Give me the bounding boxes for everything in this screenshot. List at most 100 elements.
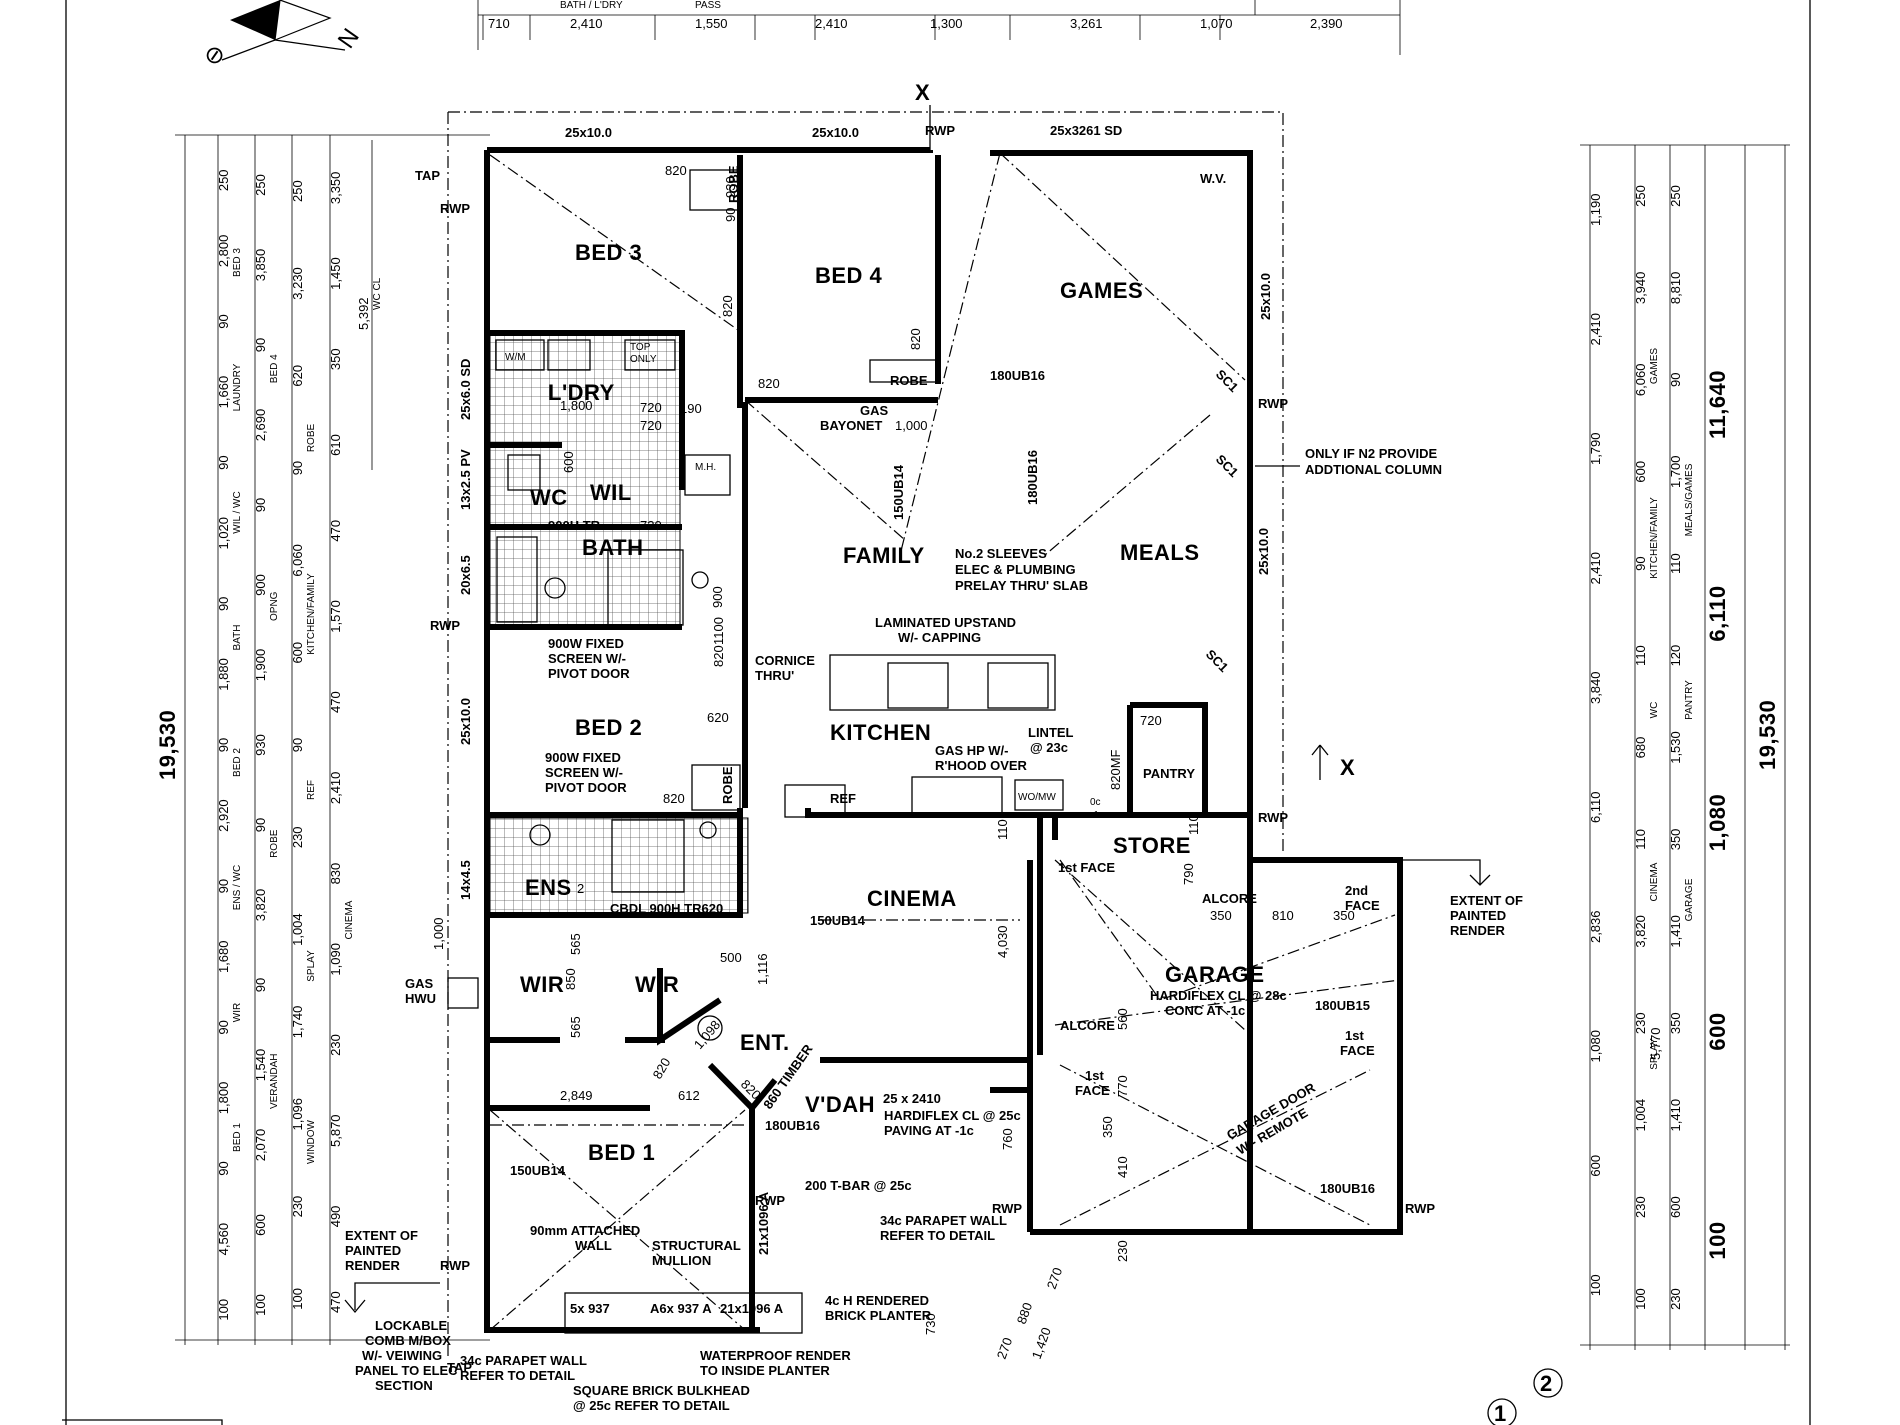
- dim-value: 90: [216, 738, 231, 752]
- note-line: GAS: [405, 976, 434, 991]
- dim-value: 230: [290, 1196, 305, 1218]
- svg-text:⊖: ⊖: [198, 39, 232, 71]
- room-meals: MEALS: [1120, 540, 1200, 565]
- dim-value: 1,450: [328, 257, 343, 290]
- note-line: 150UB14: [510, 1163, 566, 1178]
- dim-value: 612: [678, 1088, 700, 1103]
- note-line: ADDTIONAL COLUMN: [1305, 462, 1442, 477]
- dim-value: BED 3: [232, 248, 243, 277]
- note-line: FACE: [1075, 1083, 1110, 1098]
- dim-value: BED 2: [232, 748, 243, 777]
- north-arrow-icon: N ⊖: [198, 0, 365, 71]
- rwp-label: RWP: [992, 1201, 1022, 1216]
- dim-value: 270: [1044, 1266, 1066, 1292]
- dim-value: MEALS/GAMES: [1684, 463, 1695, 536]
- dim-value: 100: [1633, 1288, 1648, 1310]
- dim-value: 720: [640, 400, 662, 415]
- dim-total: 19,530: [1755, 700, 1780, 770]
- room-bed-4: BED 4: [815, 263, 883, 288]
- dim-value: 1,570: [328, 600, 343, 633]
- note-line: REFER TO DETAIL: [460, 1368, 575, 1383]
- room-wir-1: WIR: [520, 972, 564, 997]
- room-wc: WC: [530, 485, 568, 510]
- dim-value: 90: [723, 208, 738, 222]
- dim-value: 90: [290, 461, 305, 475]
- note-line: 34c PARAPET WALL: [880, 1213, 1007, 1228]
- dim-value: 250: [1668, 185, 1683, 207]
- note-line: No.2 SLEEVES: [955, 546, 1047, 561]
- note-line: 4c H RENDERED: [825, 1293, 929, 1308]
- dim-value: CINEMA: [1649, 862, 1660, 901]
- dim-value: WINDOW: [306, 1120, 317, 1164]
- dim-value: 900: [710, 586, 725, 608]
- dim-value: 1,550: [695, 16, 728, 31]
- dim-value: 230: [1633, 1196, 1648, 1218]
- dim-label: PASS: [695, 0, 721, 11]
- dim-value: WIR: [232, 1003, 243, 1022]
- room-bath: BATH: [582, 535, 643, 560]
- note-line: TAP: [415, 168, 440, 183]
- dim-value: BED 4: [269, 354, 280, 383]
- dim-value: ROBE: [269, 829, 280, 858]
- note-line: R'HOOD OVER: [935, 758, 1028, 773]
- dim-value: 110: [1186, 814, 1201, 835]
- dim-value: 900: [253, 574, 268, 596]
- dim-value: 1,880: [216, 658, 231, 691]
- dim-value: 600: [1668, 1196, 1683, 1218]
- note-line: TAP: [447, 1360, 472, 1375]
- top-dimension-strip: BATH / L'DRY PASS 710 2,410 1,550 2,410 …: [477, 0, 1401, 55]
- dim-value: 820: [665, 163, 687, 178]
- dim-value: LAUNDRY: [232, 363, 243, 411]
- dim-value: 560: [1115, 1008, 1130, 1030]
- dim-value: 930: [253, 734, 268, 756]
- dim-value: 90: [253, 978, 268, 992]
- dim-value: OPNG: [269, 591, 280, 621]
- section-mark-right: X: [1340, 755, 1355, 780]
- dim-value: 1,190: [1588, 193, 1603, 226]
- dim-value: 810: [1272, 908, 1294, 923]
- note-line: WALL: [575, 1238, 612, 1253]
- dim-value: 1,080: [1588, 1030, 1603, 1063]
- room-ensuite: ENS: [525, 875, 572, 900]
- note-line: SQUARE BRICK BULKHEAD: [573, 1383, 750, 1398]
- dim-value: 5,870: [328, 1114, 343, 1147]
- dim-value: 2,800: [216, 235, 231, 268]
- note-line: 150UB14: [891, 464, 906, 520]
- window-label: A6x 937 A: [650, 1301, 712, 1316]
- note-line: RENDER: [345, 1258, 401, 1273]
- dim-value: 90: [253, 498, 268, 512]
- wm-label: W/M: [505, 352, 526, 363]
- note-line: STRUCTURAL: [652, 1238, 741, 1253]
- window-label: 5x 937: [570, 1301, 610, 1316]
- dim-value: 1,098: [691, 1017, 723, 1052]
- dim-value: 2,410: [1588, 313, 1603, 346]
- note-line: THRU': [755, 668, 794, 683]
- note-line: TO INSIDE PLANTER: [700, 1363, 830, 1378]
- dim-value: 2,836: [1588, 910, 1603, 943]
- note-line: CONC AT -1c: [1165, 1003, 1245, 1018]
- dim-value: 820: [711, 645, 726, 667]
- wo-mw-label: WO/MW: [1018, 792, 1056, 803]
- dim-value: 600: [290, 642, 305, 664]
- dim-value: VERANDAH: [269, 1053, 280, 1109]
- dim-value: 90: [253, 818, 268, 832]
- note-line: PIVOT DOOR: [545, 780, 627, 795]
- dim-value: 720: [1140, 713, 1162, 728]
- dim-value: 1,090: [328, 943, 343, 976]
- note-line: ELEC & PLUMBING: [955, 562, 1076, 577]
- fixtures: [447, 169, 1064, 1334]
- dim-value: 565: [568, 933, 583, 955]
- dim-value: 350: [1100, 1116, 1115, 1138]
- note-line: LAMINATED UPSTAND: [875, 615, 1016, 630]
- dim-value: 230: [1668, 1288, 1683, 1310]
- note-line: SC1: [1213, 452, 1241, 480]
- note-line: ONLY IF N2 PROVIDE: [1305, 446, 1438, 461]
- note-line: REFER TO DETAIL: [880, 1228, 995, 1243]
- dim-value: SPLAY: [306, 950, 317, 982]
- window-label: 25x10.0: [1256, 528, 1271, 575]
- dim-value: 350: [1668, 1012, 1683, 1034]
- room-garage: GARAGE: [1165, 962, 1265, 987]
- dim-value: 610: [328, 434, 343, 456]
- dim-value: 470: [328, 520, 343, 542]
